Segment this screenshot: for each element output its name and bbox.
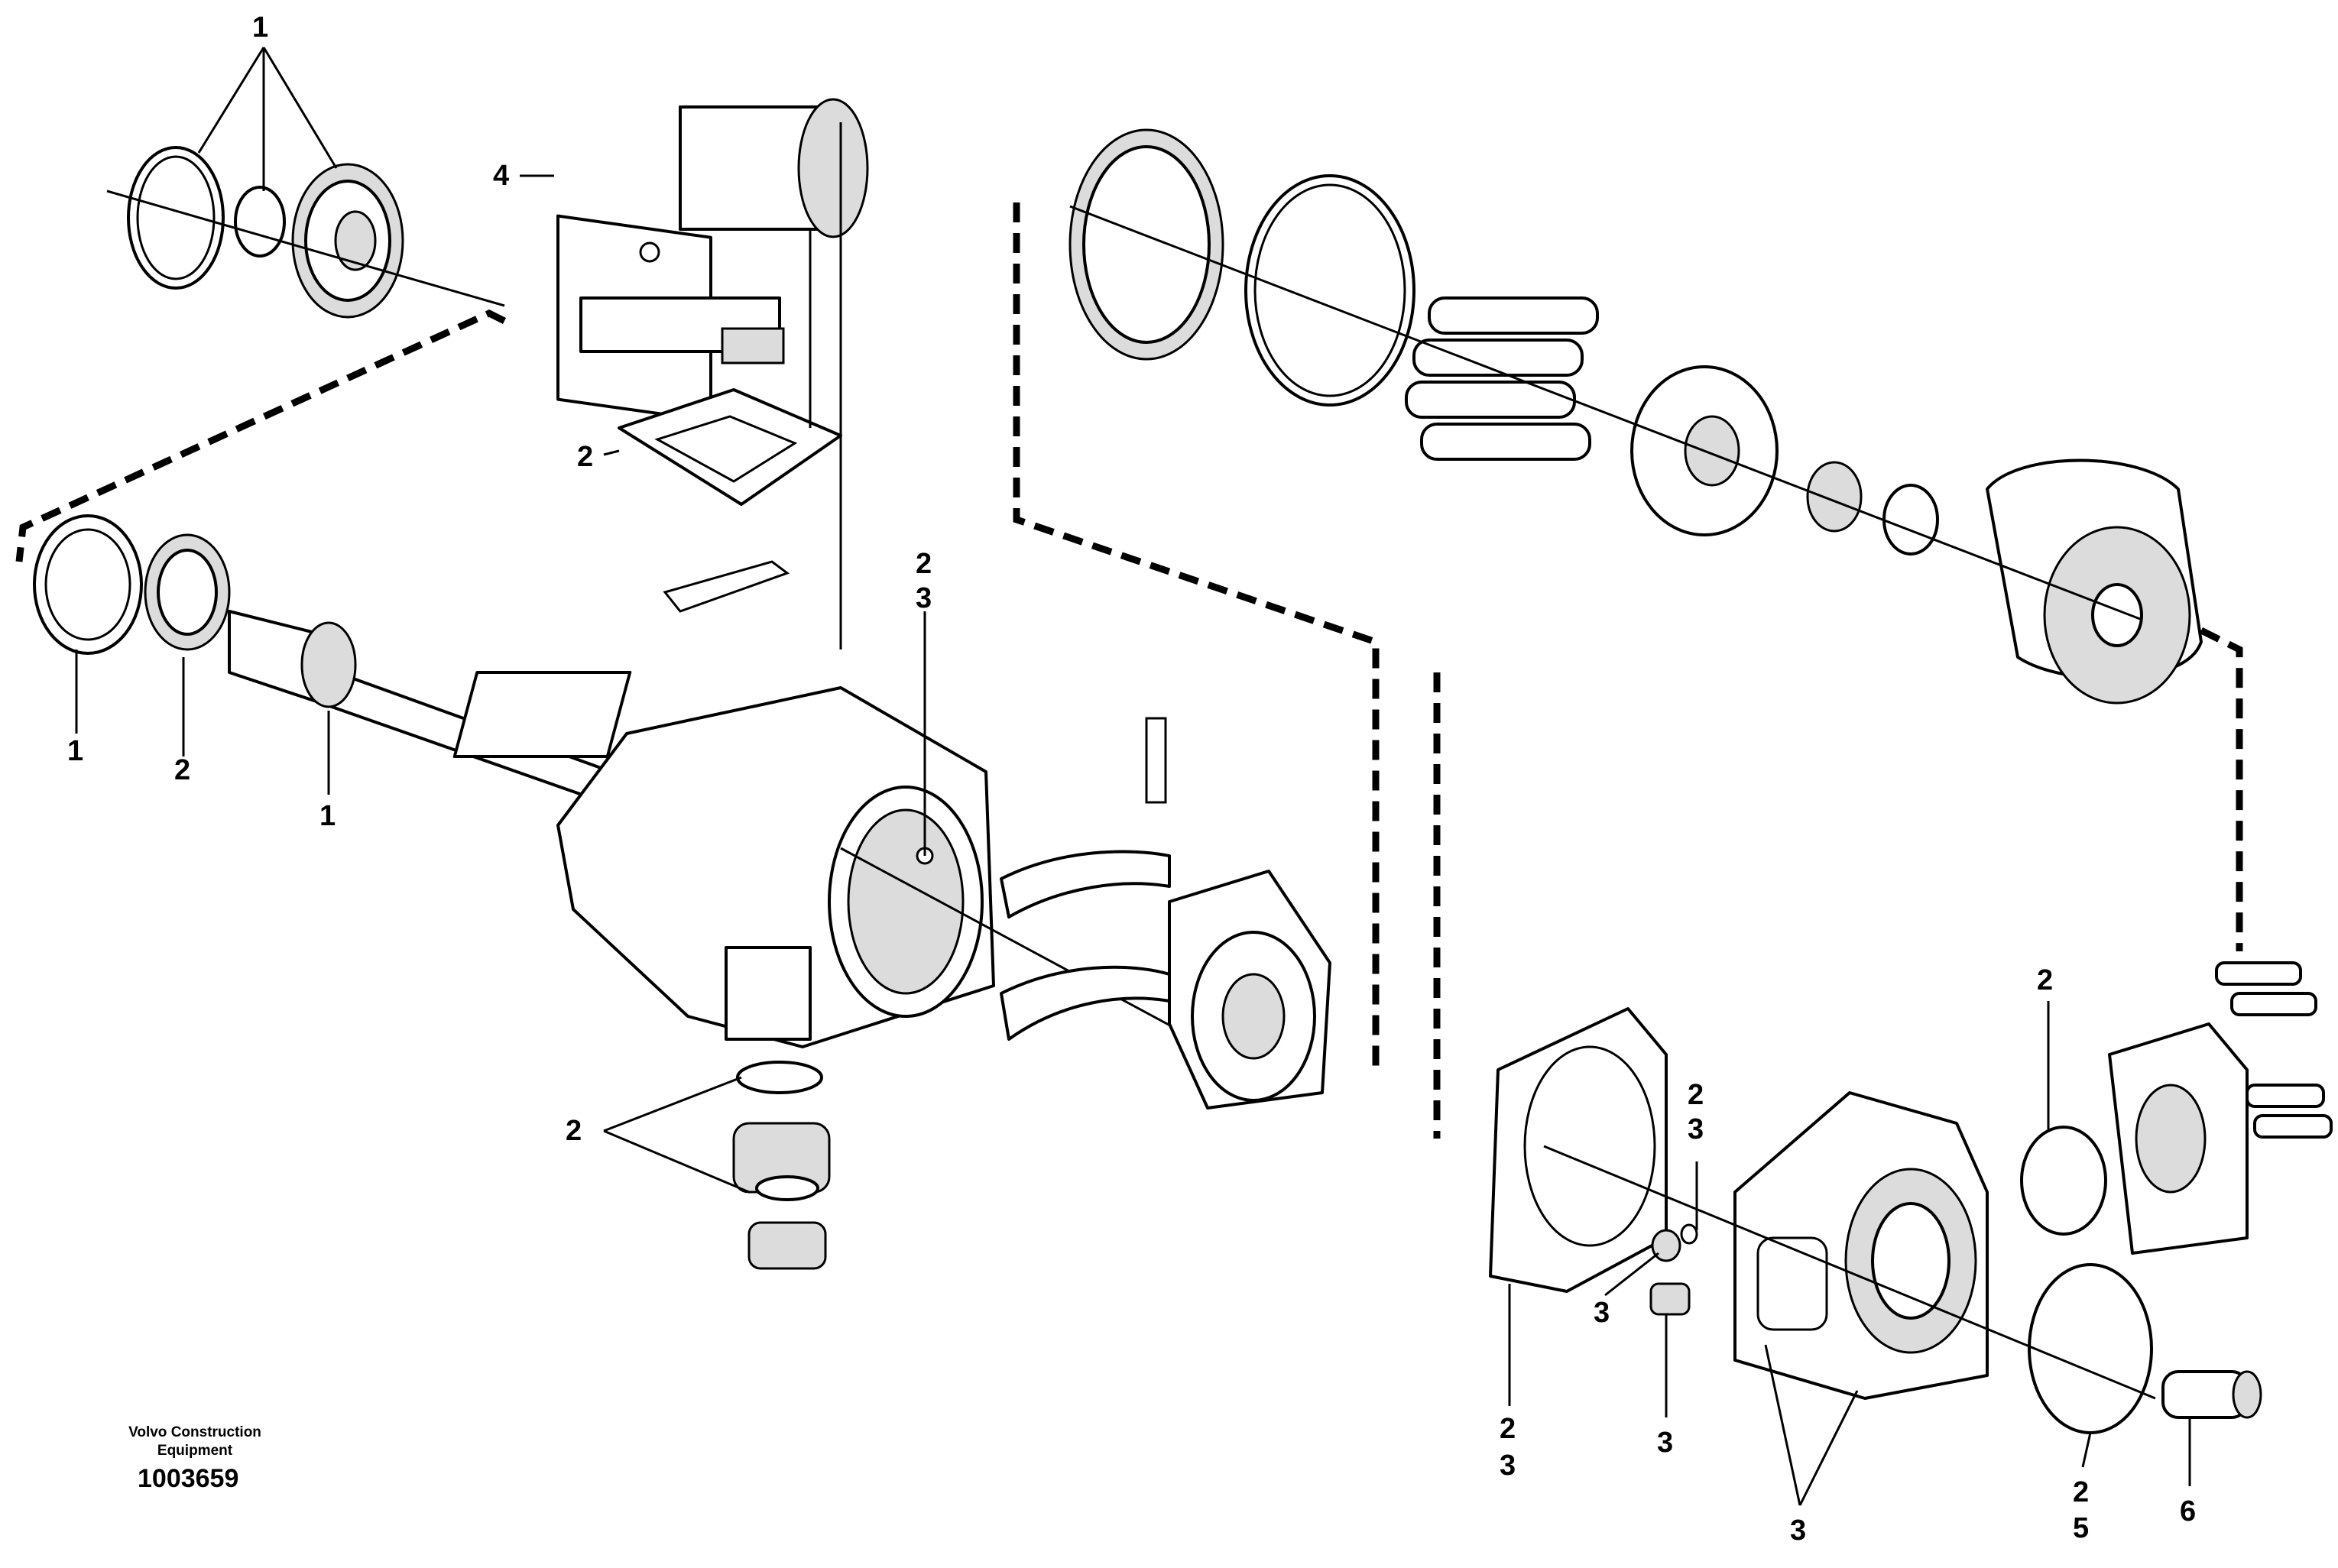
callout-2-seal: 2	[174, 754, 190, 786]
end-cover	[1733, 1091, 1989, 1400]
bottom-plugs	[732, 1061, 831, 1270]
callout-2-right: 2	[2037, 964, 2053, 996]
callout-2-plugs: 2	[566, 1115, 582, 1147]
callout-3-bottom: 3	[1500, 1450, 1516, 1482]
callout-2-right-pair: 2	[1688, 1079, 1704, 1111]
callout-1-shim: 1	[67, 735, 83, 767]
end-gasket	[1489, 1007, 1668, 1293]
callout-2-bottom: 2	[1500, 1413, 1516, 1445]
coupling-sleeve	[2161, 1370, 2262, 1419]
callout-3-bolts: 3	[1790, 1515, 1806, 1547]
footer-block: Volvo Construction Equipment 1003659	[128, 1424, 261, 1493]
callout-3-center: 3	[916, 582, 932, 614]
cam-ring	[1068, 128, 1224, 361]
callout-labels: 1 4 2 2 3 1 2 1 2 2 2 3 3 2 3 3 3 2 5 6	[67, 11, 2196, 1547]
callout-6-coupling: 6	[2180, 1495, 2196, 1528]
cylinder-block	[1986, 458, 2203, 705]
callout-2-center: 2	[916, 548, 932, 580]
housing-cover-plate	[663, 560, 790, 613]
top-axis-line	[106, 190, 505, 307]
swashplate	[1168, 870, 1331, 1110]
shim-ring	[33, 514, 143, 655]
assembly-dashed-guides	[15, 202, 2243, 1139]
shaft-seal	[144, 533, 231, 651]
callout-2-o-ring: 2	[2073, 1476, 2089, 1508]
callout-4: 4	[493, 160, 509, 192]
ball-bearing	[291, 163, 404, 319]
brand-line-2: Equipment	[157, 1443, 233, 1459]
leader-lines	[75, 47, 2191, 1506]
callout-2-gasket: 2	[577, 441, 593, 473]
spherical-bushing	[1806, 461, 1939, 556]
callout-3-right-pair: 3	[1688, 1113, 1704, 1145]
end-axis-line	[1543, 1145, 2156, 1400]
port-flange	[2108, 1022, 2249, 1255]
brand-line-1: Volvo Construction	[128, 1424, 261, 1440]
port-o-ring	[2020, 1126, 2107, 1236]
callout-1-top: 1	[252, 11, 268, 44]
circlip-ring	[127, 146, 225, 290]
end-cover-o-ring	[2028, 1263, 2153, 1434]
large-o-ring	[1244, 174, 1415, 407]
callout-3-plug: 3	[1657, 1427, 1673, 1459]
swash-bearing-halves	[1000, 717, 1171, 1041]
small-plug	[1649, 1282, 1691, 1316]
drawing-number: 1003659	[138, 1464, 238, 1493]
callout-1-shaft: 1	[319, 800, 336, 832]
control-valve	[556, 98, 869, 423]
small-o-ring	[234, 186, 286, 258]
callout-5-o-ring: 5	[2073, 1512, 2089, 1544]
pump-housing	[452, 671, 995, 1048]
valve-gasket	[618, 388, 842, 506]
rotating-axis-line	[1069, 205, 2141, 620]
small-screw	[1651, 1223, 1698, 1262]
flange-bolts	[2215, 961, 2333, 1139]
pistons	[1405, 296, 1599, 461]
callout-3-screw: 3	[1594, 1297, 1610, 1329]
